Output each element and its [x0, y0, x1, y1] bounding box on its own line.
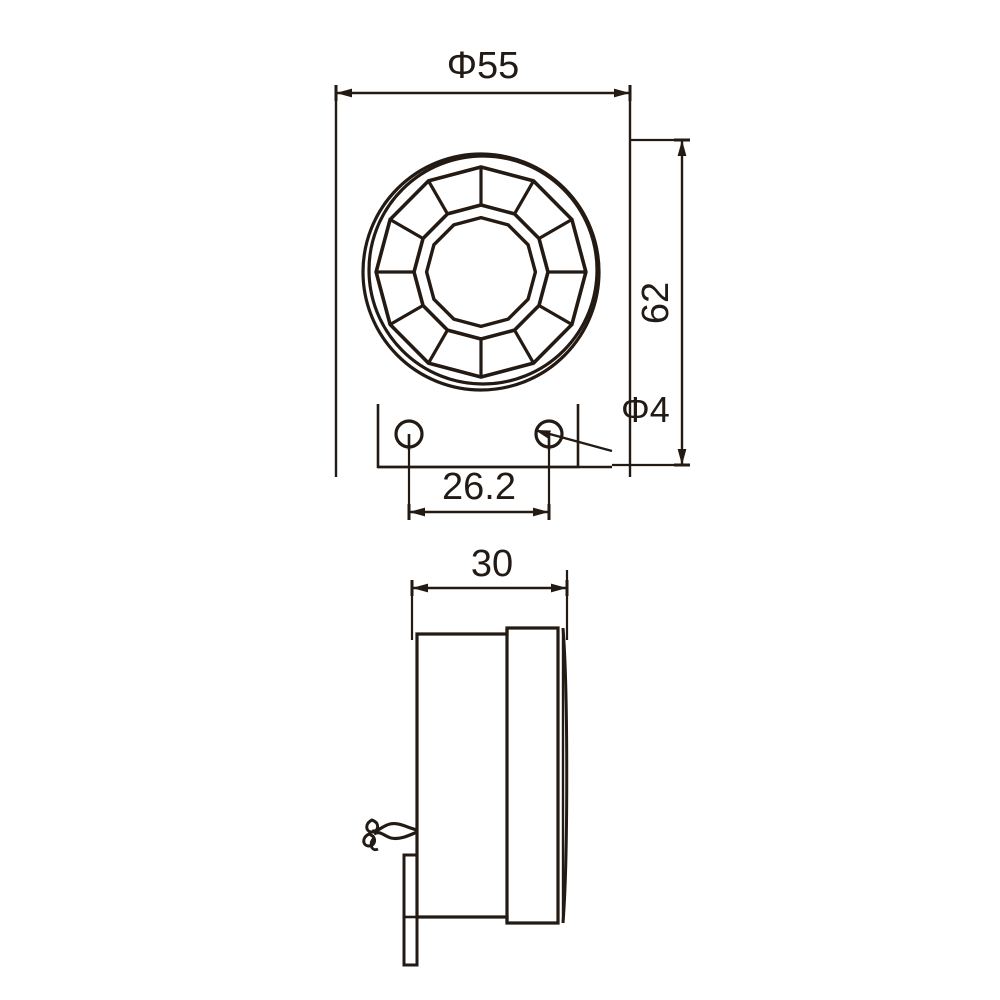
grille-outer-ring [424, 215, 538, 329]
dimension-hole-spacing-26-2: 26.2 [407, 466, 551, 520]
side-view: 30 [362, 543, 569, 967]
bottom-flange-tab [402, 853, 419, 967]
dimension-hole-diameter-4: Φ4 [534, 389, 670, 453]
mounting-hole-left [394, 419, 424, 450]
grille-assembly [374, 165, 588, 379]
mounting-flange [376, 404, 612, 469]
dimension-depth-30: 30 [410, 543, 569, 640]
dimension-height-62: 62 [612, 138, 690, 467]
dimension-diameter-55-label: Φ55 [447, 45, 520, 87]
dimension-diameter-55: Φ55 [334, 45, 632, 477]
dimension-depth-30-label: 30 [471, 543, 513, 585]
body-profile [415, 626, 560, 925]
front-rim-face [561, 627, 569, 924]
outer-body-circle [361, 152, 601, 392]
dimension-hole-spacing-26-2-label: 26.2 [442, 466, 516, 508]
dimension-height-62-label: 62 [635, 282, 677, 324]
mounting-hole-right [534, 419, 564, 450]
wire-leads [362, 818, 418, 852]
front-view: Φ55 62 [334, 45, 690, 520]
dimension-hole-diameter-4-label: Φ4 [621, 389, 670, 430]
grille-spokes [376, 167, 586, 377]
